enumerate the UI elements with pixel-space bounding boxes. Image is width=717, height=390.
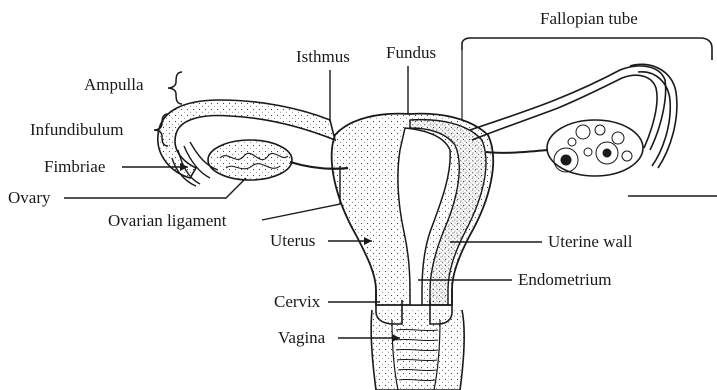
fallopian-tube-bracket [462,38,712,60]
label-uterus: Uterus [270,232,315,249]
label-fallopian-tube: Fallopian tube [540,10,638,27]
right-ovarian-ligament [486,150,548,153]
label-ovarian-ligament: Ovarian ligament [108,212,227,229]
label-ampulla: Ampulla [84,76,144,93]
label-uterine-wall: Uterine wall [548,233,633,250]
label-fimbriae: Fimbriae [44,158,105,175]
label-cervix: Cervix [274,293,320,310]
ampulla-brace [168,72,182,104]
label-ovary: Ovary [8,189,50,206]
label-fundus: Fundus [386,44,436,61]
label-vagina: Vagina [278,329,325,346]
ovary-leader [64,178,246,198]
label-isthmus: Isthmus [296,48,350,65]
label-infundibulum: Infundibulum [30,121,124,138]
left-ovary [208,140,292,180]
label-endometrium: Endometrium [518,271,611,288]
